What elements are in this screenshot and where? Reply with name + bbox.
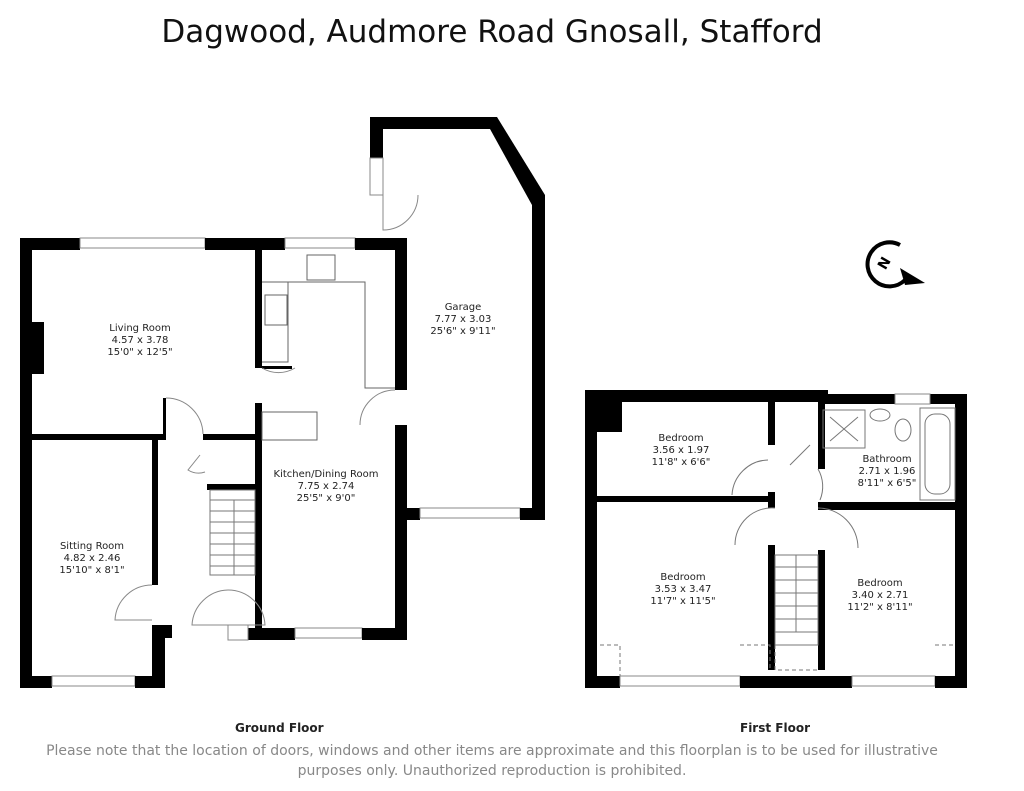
room-size-metric: 2.71 x 1.96	[859, 466, 916, 477]
room-size-metric: 3.40 x 2.71	[852, 590, 909, 601]
wall	[490, 117, 545, 205]
window	[79, 237, 206, 249]
doors	[114, 194, 419, 626]
north-letter: N	[875, 254, 895, 272]
wall	[395, 238, 407, 390]
window	[369, 157, 384, 196]
wall	[32, 434, 165, 440]
room-size-metric: 4.57 x 3.78	[112, 335, 169, 346]
wall	[370, 117, 497, 129]
wall	[585, 676, 620, 688]
room-labels: Living Room 4.57 x 3.78 15'0" x 12'5" Si…	[59, 302, 916, 613]
room-name: Bedroom	[857, 578, 902, 589]
room-name: Bedroom	[660, 572, 705, 583]
wall	[203, 434, 258, 440]
wall	[585, 390, 828, 402]
wall	[597, 496, 772, 502]
wall	[520, 508, 545, 520]
room-name: Bedroom	[658, 433, 703, 444]
window	[619, 675, 741, 687]
wall	[207, 484, 255, 490]
wall	[262, 366, 292, 369]
wall	[255, 250, 262, 368]
window	[851, 675, 936, 687]
room-size-imperial: 25'5" x 9'0"	[297, 493, 356, 504]
garage-door	[419, 507, 521, 519]
wall	[818, 394, 967, 404]
wall	[355, 238, 407, 250]
room-name: Kitchen/Dining Room	[274, 469, 379, 480]
toilet	[894, 418, 912, 442]
staircase	[209, 489, 256, 576]
wall	[935, 676, 967, 688]
room-size-imperial: 15'0" x 12'5"	[107, 347, 172, 358]
window	[51, 675, 136, 687]
wall	[768, 402, 775, 445]
window	[894, 393, 931, 405]
wall	[227, 624, 249, 641]
fixtures	[600, 407, 956, 676]
window	[284, 237, 356, 249]
wall	[248, 628, 295, 640]
kitchen-units	[261, 254, 395, 441]
wall	[152, 440, 158, 585]
room-name: Living Room	[109, 323, 170, 334]
bath	[919, 407, 956, 501]
wall	[20, 676, 52, 688]
wall	[532, 195, 545, 520]
window	[294, 627, 363, 639]
first-floor-plan	[585, 390, 967, 688]
wall	[205, 238, 285, 250]
room-size-metric: 3.56 x 1.97	[653, 445, 710, 456]
ground-floor-label: Ground Floor	[235, 721, 324, 735]
room-name: Sitting Room	[60, 541, 124, 552]
wall	[20, 238, 80, 250]
chimney-breast	[30, 322, 44, 374]
basin	[869, 408, 891, 422]
room-size-metric: 7.77 x 3.03	[435, 314, 492, 325]
shower	[822, 409, 866, 449]
room-size-metric: 7.75 x 2.74	[298, 481, 355, 492]
wall	[818, 550, 825, 670]
wall	[20, 238, 32, 688]
room-size-imperial: 11'2" x 8'11"	[847, 602, 912, 613]
room-size-metric: 4.82 x 2.46	[64, 553, 121, 564]
room-size-imperial: 15'10" x 8'1"	[59, 565, 124, 576]
wall	[152, 625, 172, 638]
wall	[768, 545, 775, 670]
room-name: Garage	[445, 302, 482, 313]
property-title: Dagwood, Audmore Road Gnosall, Stafford	[161, 14, 823, 50]
wall	[818, 502, 967, 510]
wall	[740, 676, 852, 688]
wall	[362, 628, 407, 640]
north-compass-icon: N	[865, 240, 925, 289]
wall	[818, 404, 825, 469]
room-size-metric: 3.53 x 3.47	[655, 584, 712, 595]
wall	[152, 625, 165, 688]
first-floor-label: First Floor	[740, 721, 811, 735]
room-size-imperial: 8'11" x 6'5"	[858, 478, 917, 489]
wall	[163, 398, 166, 440]
room-size-imperial: 11'7" x 11'5"	[650, 596, 715, 607]
disclaimer: Please note that the location of doors, …	[46, 743, 938, 779]
room-name: Bathroom	[862, 454, 911, 465]
wall	[955, 394, 967, 688]
wall	[395, 425, 407, 640]
wall	[255, 403, 262, 628]
wall	[585, 390, 597, 688]
wall	[768, 492, 775, 508]
wall	[407, 508, 420, 520]
ground-floor-plan	[20, 117, 545, 688]
chimney-breast	[597, 402, 622, 432]
room-size-imperial: 25'6" x 9'11"	[430, 326, 495, 337]
room-size-imperial: 11'8" x 6'6"	[652, 457, 711, 468]
